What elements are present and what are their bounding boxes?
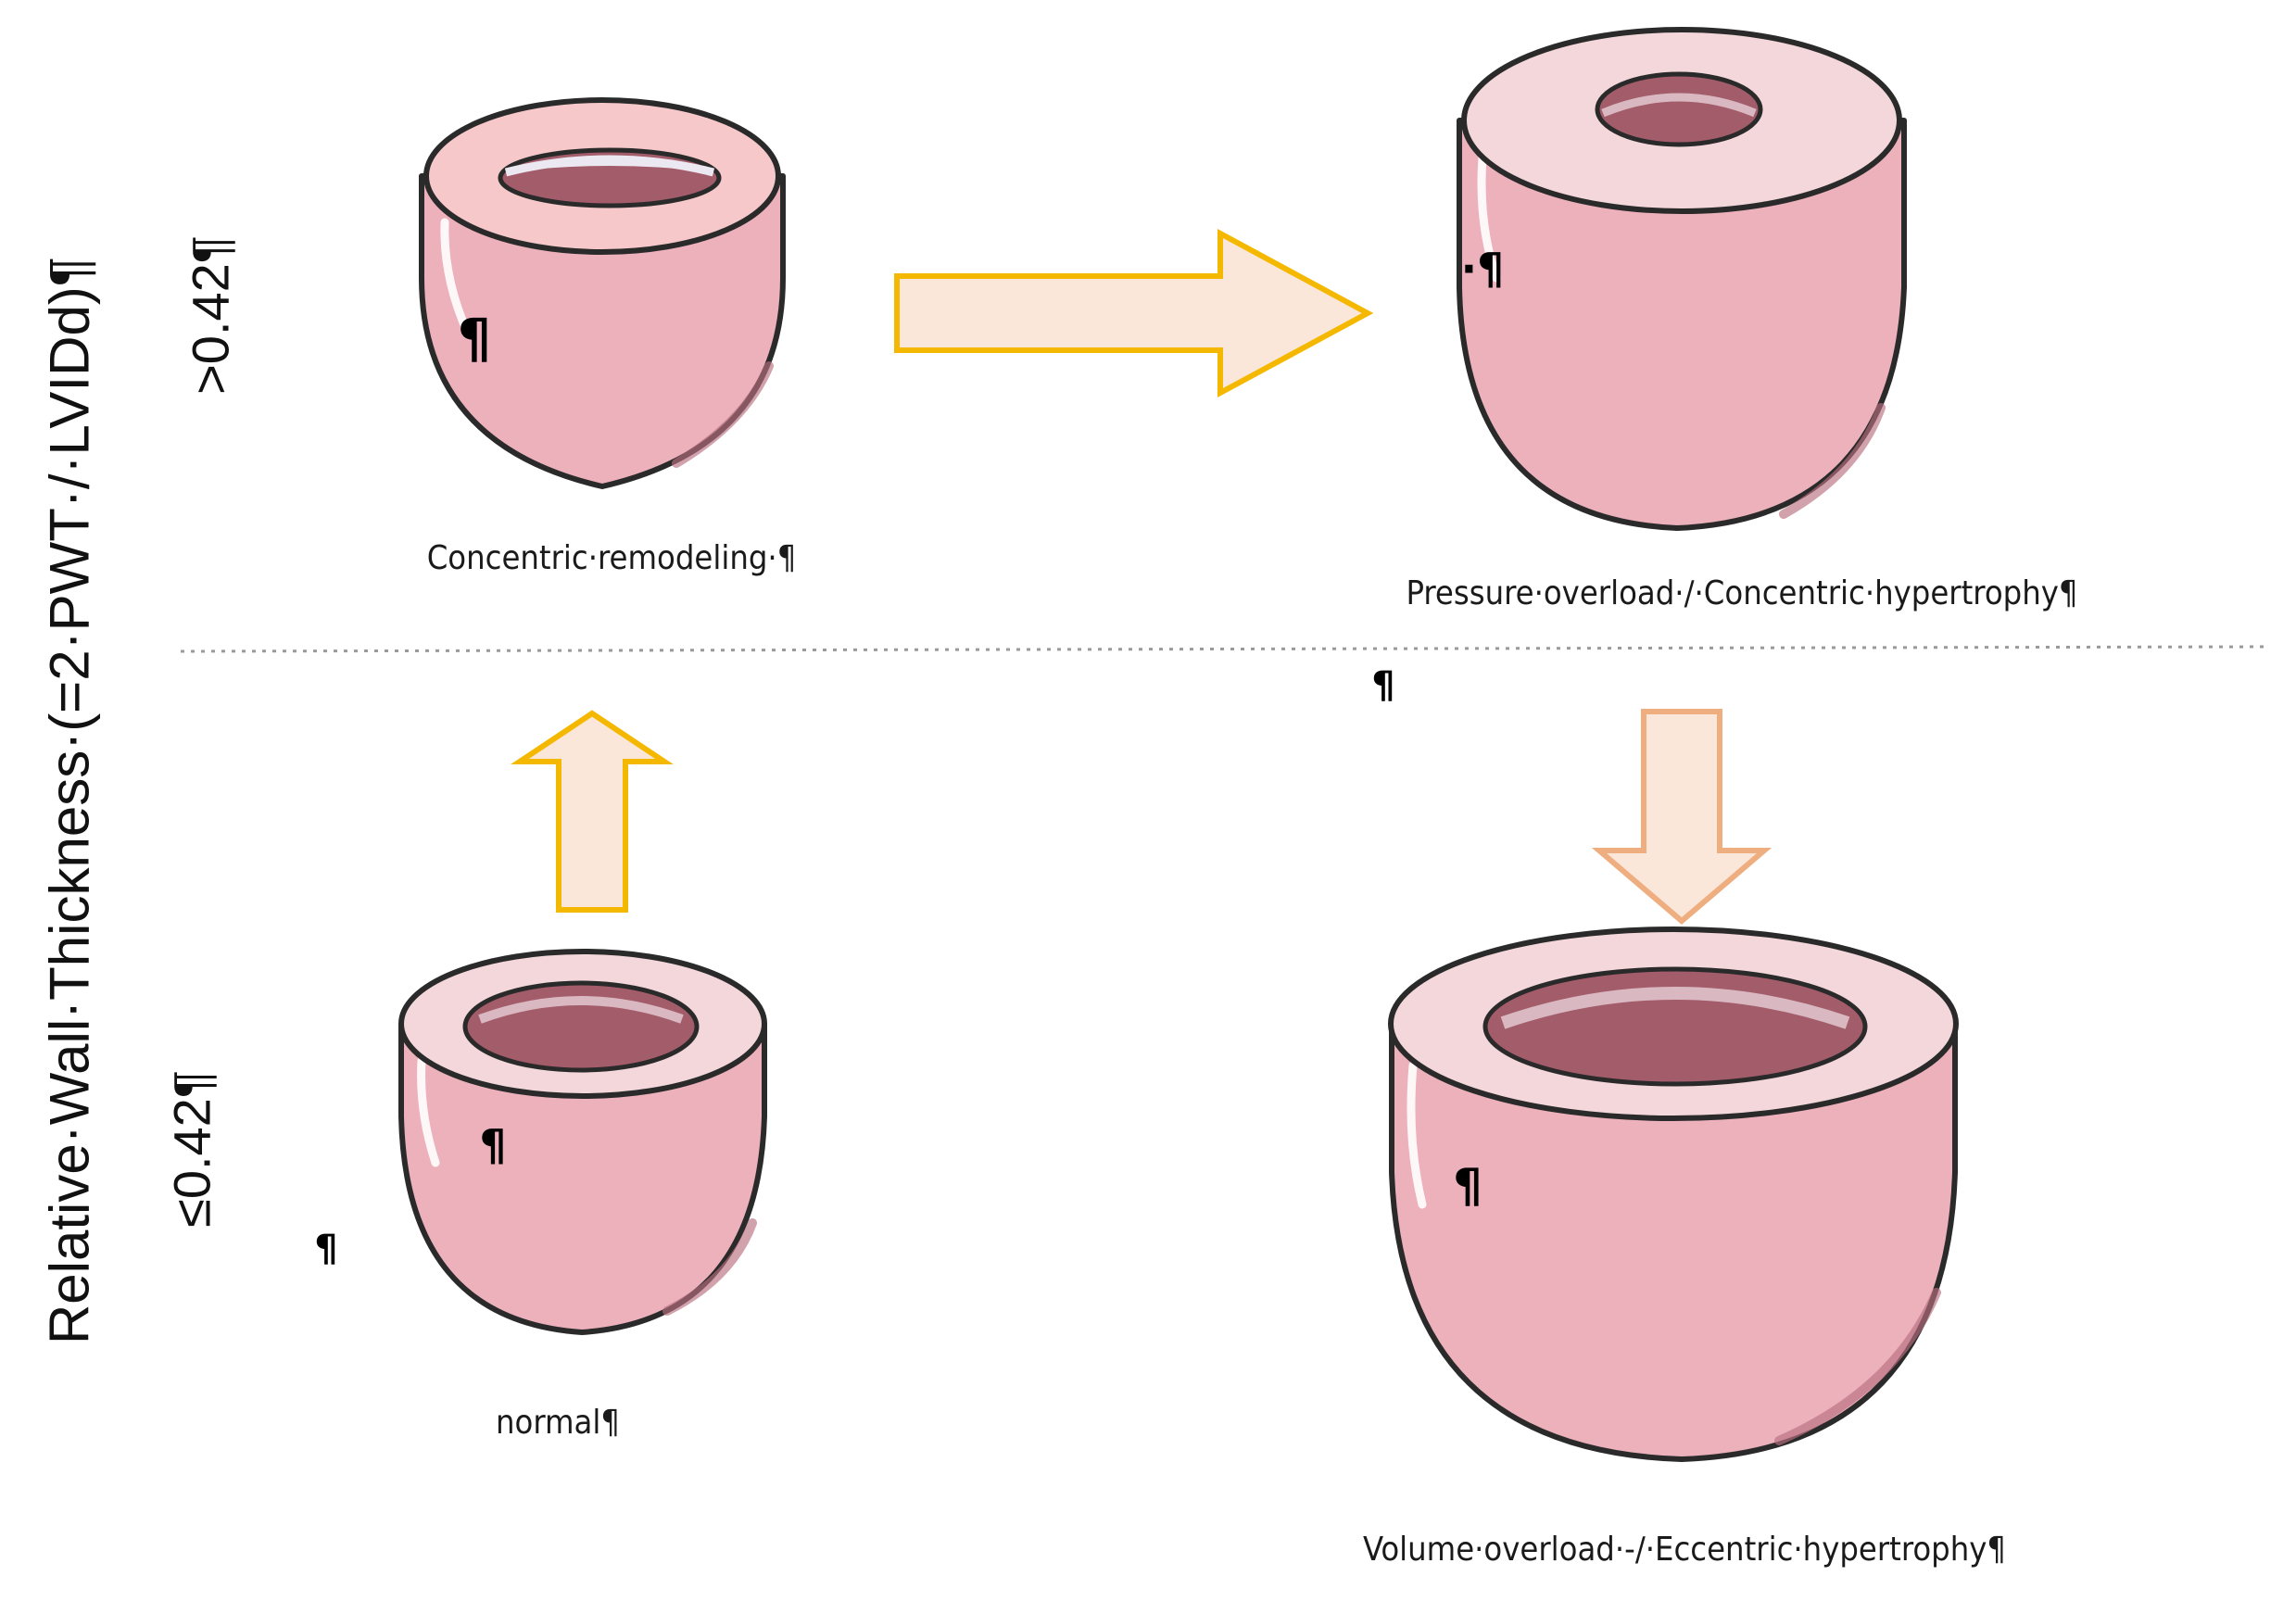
marker-concentric-hypertrophy: ·¶ xyxy=(1460,244,1505,294)
heart-normal xyxy=(398,949,767,1335)
heart-eccentric-hypertrophy xyxy=(1388,927,1959,1462)
marker-concentric-remodeling: ¶ xyxy=(457,307,492,370)
threshold-lower-label: ≤0.42¶ xyxy=(162,1070,221,1228)
threshold-divider xyxy=(180,645,2271,653)
marker-normal: ¶ xyxy=(479,1120,507,1170)
caption-concentric-remodeling: Concentric·remodeling·¶ xyxy=(426,539,797,577)
stray-mark-middle: ¶ xyxy=(1371,664,1395,707)
axis-label: Relative·Wall·Thickness·(=2·PWT·/·LVIDd)… xyxy=(38,256,101,1345)
arrow-down-to-eccentric-hypertrophy xyxy=(1591,709,1772,925)
heart-concentric-hypertrophy xyxy=(1457,27,1907,531)
threshold-upper-label: >0.42¶ xyxy=(181,235,240,395)
heart-concentric-remodeling xyxy=(419,97,786,489)
caption-concentric-hypertrophy: Pressure·overload·/·Concentric·hypertrop… xyxy=(1406,574,2078,612)
marker-eccentric-hypertrophy: ¶ xyxy=(1453,1159,1482,1213)
caption-eccentric-hypertrophy: Volume·overload·-/·Eccentric·hypertrophy… xyxy=(1362,1531,2007,1569)
arrow-up-to-concentric-remodeling xyxy=(511,710,674,913)
arrow-right-to-concentric-hypertrophy xyxy=(894,228,1374,398)
caption-normal: normal¶ xyxy=(495,1404,621,1442)
stray-mark-left: ¶ xyxy=(314,1228,338,1270)
